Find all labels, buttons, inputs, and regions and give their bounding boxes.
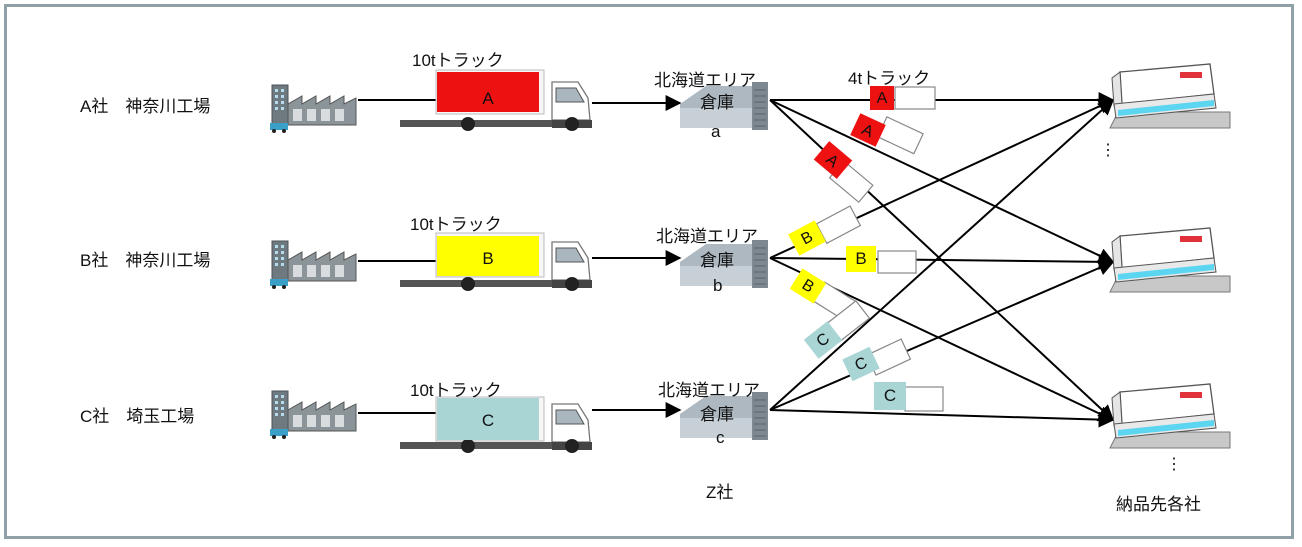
truck-to-warehouse-arrows (592, 95, 682, 418)
large-truck-b-cargo: B (437, 236, 539, 276)
small-truck-c3-cargo: C (874, 382, 906, 410)
company-a-label: A社 神奈川工場 (80, 97, 211, 116)
small-truck-b2-cargo: B (846, 246, 876, 272)
destination-ellipsis-bottom: ⋮ (1166, 456, 1182, 473)
warehouse-b-id: b (713, 276, 723, 295)
factory-lines (358, 99, 438, 414)
warehouse-c-id: c (716, 428, 725, 447)
destination-store-3-icon (1109, 383, 1231, 449)
large-truck-a-label: 10tトラック (412, 51, 504, 70)
small-truck-a1-cargo: A (870, 86, 894, 110)
warehouse-b-area: 北海道エリア (656, 227, 758, 246)
warehouse-b-name: 倉庫 (700, 251, 734, 270)
factory-a-icon (269, 84, 357, 134)
warehouse-c-name: 倉庫 (700, 405, 734, 424)
destination-store-1-icon (1109, 63, 1231, 129)
factory-c-icon (269, 390, 357, 440)
destination-store-2-icon (1109, 227, 1231, 293)
warehouse-a-id: a (711, 122, 721, 141)
destination-label: 納品先各社 (1116, 495, 1201, 514)
large-truck-b-label: 10tトラック (410, 215, 502, 234)
large-truck-c-cargo: C (437, 398, 539, 440)
diagram-frame (4, 4, 1294, 539)
warehouse-a-area: 北海道エリア (654, 71, 756, 90)
destination-ellipsis-top: ⋮ (1100, 142, 1116, 159)
operator-label: Z社 (706, 483, 734, 502)
large-truck-a-cargo: A (437, 72, 539, 112)
company-b-label: B社 神奈川工場 (80, 251, 211, 270)
warehouse-a-name: 倉庫 (700, 93, 734, 112)
small-trucks (812, 86, 944, 412)
distribution-arrows (769, 92, 1115, 428)
company-c-label: C社 埼玉工場 (80, 407, 195, 426)
factory-b-icon (269, 240, 357, 290)
warehouse-c-area: 北海道エリア (658, 381, 760, 400)
small-truck-label: 4tトラック (848, 69, 931, 88)
large-truck-c-label: 10tトラック (410, 381, 502, 400)
